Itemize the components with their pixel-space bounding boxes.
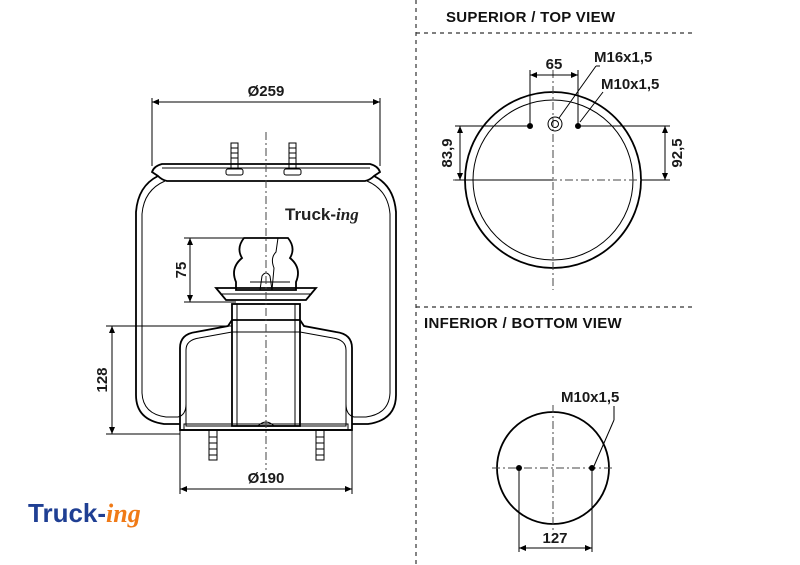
dim-piston-height: 75 [173,237,244,303]
top-studs [225,142,302,176]
logo-part-truck: Truck- [28,498,106,528]
dim-top-diameter-label: Ø259 [248,83,285,100]
top-dim-92-5: 92,5 [669,138,686,167]
dim-bottom-diameter: Ø190 [179,430,353,494]
bottom-dim-127: 127 [542,530,567,547]
bottom-studs [208,429,325,461]
dim-lower-height: 128 [94,325,232,435]
dim-top-diameter: Ø259 [151,83,381,166]
side-view: Ø259 75 128 Ø190 Truck-ing [94,83,397,494]
brand-logo: Truck-ing [28,498,141,528]
dim-piston-height-label: 75 [173,262,190,279]
top-view-heading: SUPERIOR / TOP VIEW [446,9,616,26]
top-dim-83-9: 83,9 [439,138,456,167]
top-view: SUPERIOR / TOP VIEW 65 M16x1,5 M10x1,5 8… [439,9,686,290]
svg-text:Truck-ing: Truck-ing [28,498,141,528]
dim-bottom-diameter-label: Ø190 [248,470,285,487]
watermark-text: Truck-ing [285,205,359,224]
bellow-inner [141,180,187,418]
bottom-view: INFERIOR / BOTTOM VIEW M10x1,5 127 [424,315,623,552]
bump-stop [233,237,299,291]
bellow-outer [135,175,180,425]
top-dim-65: 65 [546,56,563,73]
top-label-m16: M16x1,5 [594,49,652,66]
bottom-label-m10: M10x1,5 [561,389,619,406]
logo-part-ing: ing [106,499,141,528]
top-hole-m16 [547,116,563,132]
bottom-view-heading: INFERIOR / BOTTOM VIEW [424,315,623,332]
top-label-m10: M10x1,5 [601,76,659,93]
dim-lower-height-label: 128 [94,367,111,392]
